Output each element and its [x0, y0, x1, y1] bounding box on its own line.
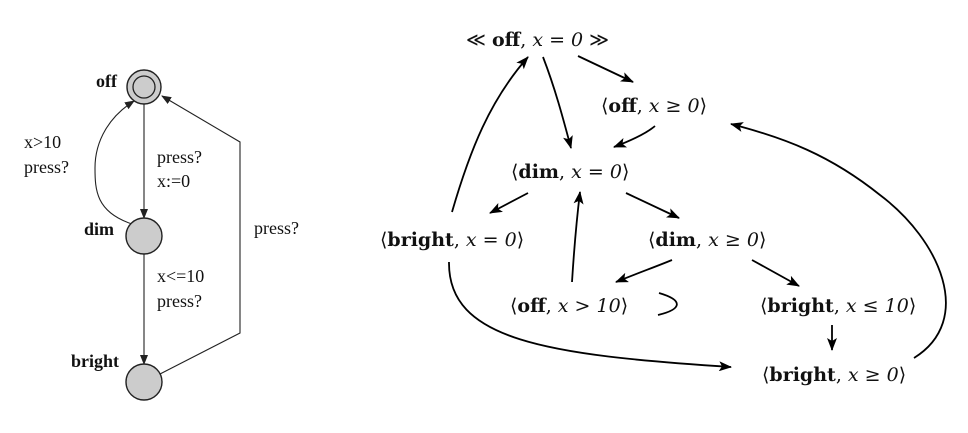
label-bright-off-sync: press?	[254, 218, 299, 238]
label-dim-off-guard: x>10	[24, 132, 61, 152]
location-label-bright: bright	[71, 351, 119, 371]
location-dim	[125, 217, 163, 255]
label-dim-bright-sync: press?	[157, 291, 202, 311]
state-bright-x-ge-0: ⟨bright, x ≥ 0⟩	[762, 364, 906, 386]
state-off-x-gt-10: ⟨off, x > 10⟩	[510, 295, 628, 317]
state-off-x-eq-0-initial: ≪ off, x = 0 ≫	[466, 29, 609, 51]
state-dim-x-eq-0: ⟨dim, x = 0⟩	[511, 161, 629, 183]
transition-s0-s1	[577, 55, 634, 83]
state-dim-x-ge-0: ⟨dim, x ≥ 0⟩	[648, 229, 766, 251]
transition-s7-s1	[730, 122, 947, 359]
transition-s3-s0	[451, 56, 529, 213]
timed-automaton: off dim bright x>10 press? press? x:=0 x…	[24, 69, 299, 401]
transition-s2-s4	[625, 192, 680, 219]
location-off	[126, 69, 162, 105]
edge-dim-to-off	[94, 100, 135, 225]
transition-s1-s2	[613, 125, 656, 148]
state-bright-x-le-10: ⟨bright, x ≤ 10⟩	[760, 295, 916, 317]
label-off-dim-reset: x:=0	[157, 171, 190, 191]
state-off-x-ge-0: ⟨off, x ≥ 0⟩	[601, 95, 707, 117]
location-label-dim: dim	[84, 219, 114, 239]
transition-s0-s2	[542, 56, 573, 149]
zone-graph: ≪ off, x = 0 ≫ ⟨off, x ≥ 0⟩ ⟨dim, x = 0⟩…	[380, 29, 947, 386]
label-off-dim-guard: press?	[157, 147, 202, 167]
transition-s5-self-loop	[657, 292, 678, 316]
location-bright	[125, 363, 163, 401]
transition-s4-s6	[751, 259, 800, 287]
transition-s5-s2	[571, 191, 584, 283]
edge-bright-to-off	[159, 95, 241, 375]
label-dim-off-sync: press?	[24, 157, 69, 177]
state-bright-x-eq-0: ⟨bright, x = 0⟩	[380, 229, 524, 251]
transition-s2-s3	[489, 192, 529, 214]
transition-s3-s7	[448, 261, 732, 372]
transition-s4-s5	[615, 259, 673, 283]
label-dim-bright-guard: x<=10	[157, 266, 204, 286]
location-label-off: off	[96, 71, 118, 91]
